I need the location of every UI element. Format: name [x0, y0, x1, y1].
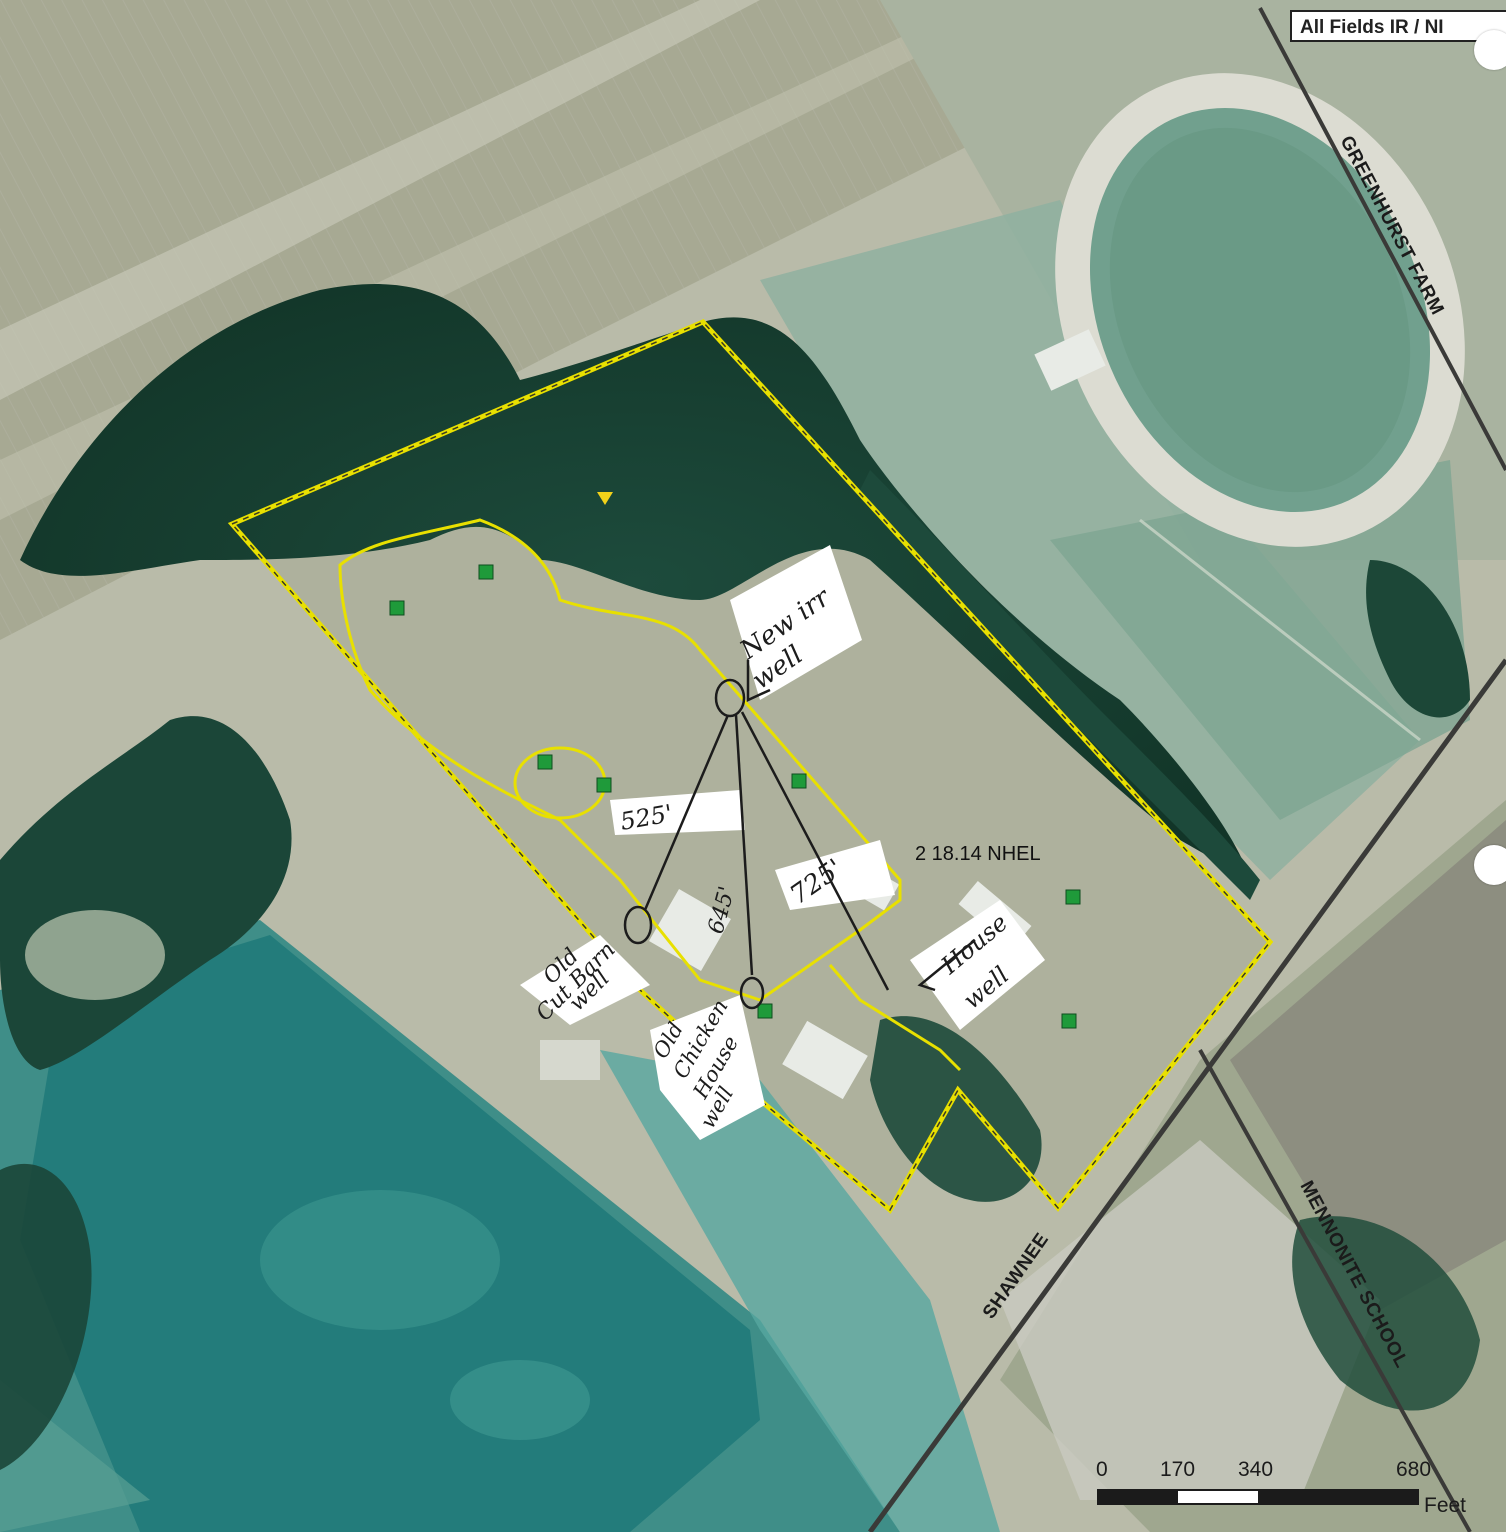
- green-markers: [389, 564, 1081, 1029]
- marker: [537, 754, 553, 770]
- chicken-well-circle: [739, 976, 765, 1010]
- marker: [596, 777, 612, 793]
- new-well-circle: [714, 678, 746, 718]
- scale-tick-340: 340: [1238, 1458, 1273, 1481]
- punch-hole-middle: [1474, 845, 1506, 885]
- scale-tick-680: 680: [1396, 1458, 1431, 1481]
- marker: [1061, 1013, 1077, 1029]
- annotation-patches: [520, 545, 1045, 1140]
- marker: [791, 773, 807, 789]
- scale-bar: 0 170 340 680 Feet: [1096, 1458, 1466, 1517]
- yellow-marker: [597, 492, 613, 505]
- old-barn-well-circle: [623, 905, 653, 945]
- woodland-north: [20, 284, 1250, 880]
- punch-hole-top: [1474, 30, 1506, 70]
- map-title: All Fields IR / NI: [1290, 10, 1506, 42]
- field-label: 2 18.14 NHEL: [915, 843, 1041, 865]
- scale-tick-0: 0: [1096, 1458, 1108, 1481]
- marker: [1065, 889, 1081, 905]
- scale-unit: Feet: [1424, 1494, 1466, 1517]
- racetrack: [1055, 73, 1465, 547]
- marker: [478, 564, 494, 580]
- roads: [867, 7, 1506, 1532]
- marker: [389, 600, 405, 616]
- scale-tick-170: 170: [1160, 1458, 1195, 1481]
- marker: [757, 1003, 773, 1019]
- well-distance-lines: [623, 660, 976, 1010]
